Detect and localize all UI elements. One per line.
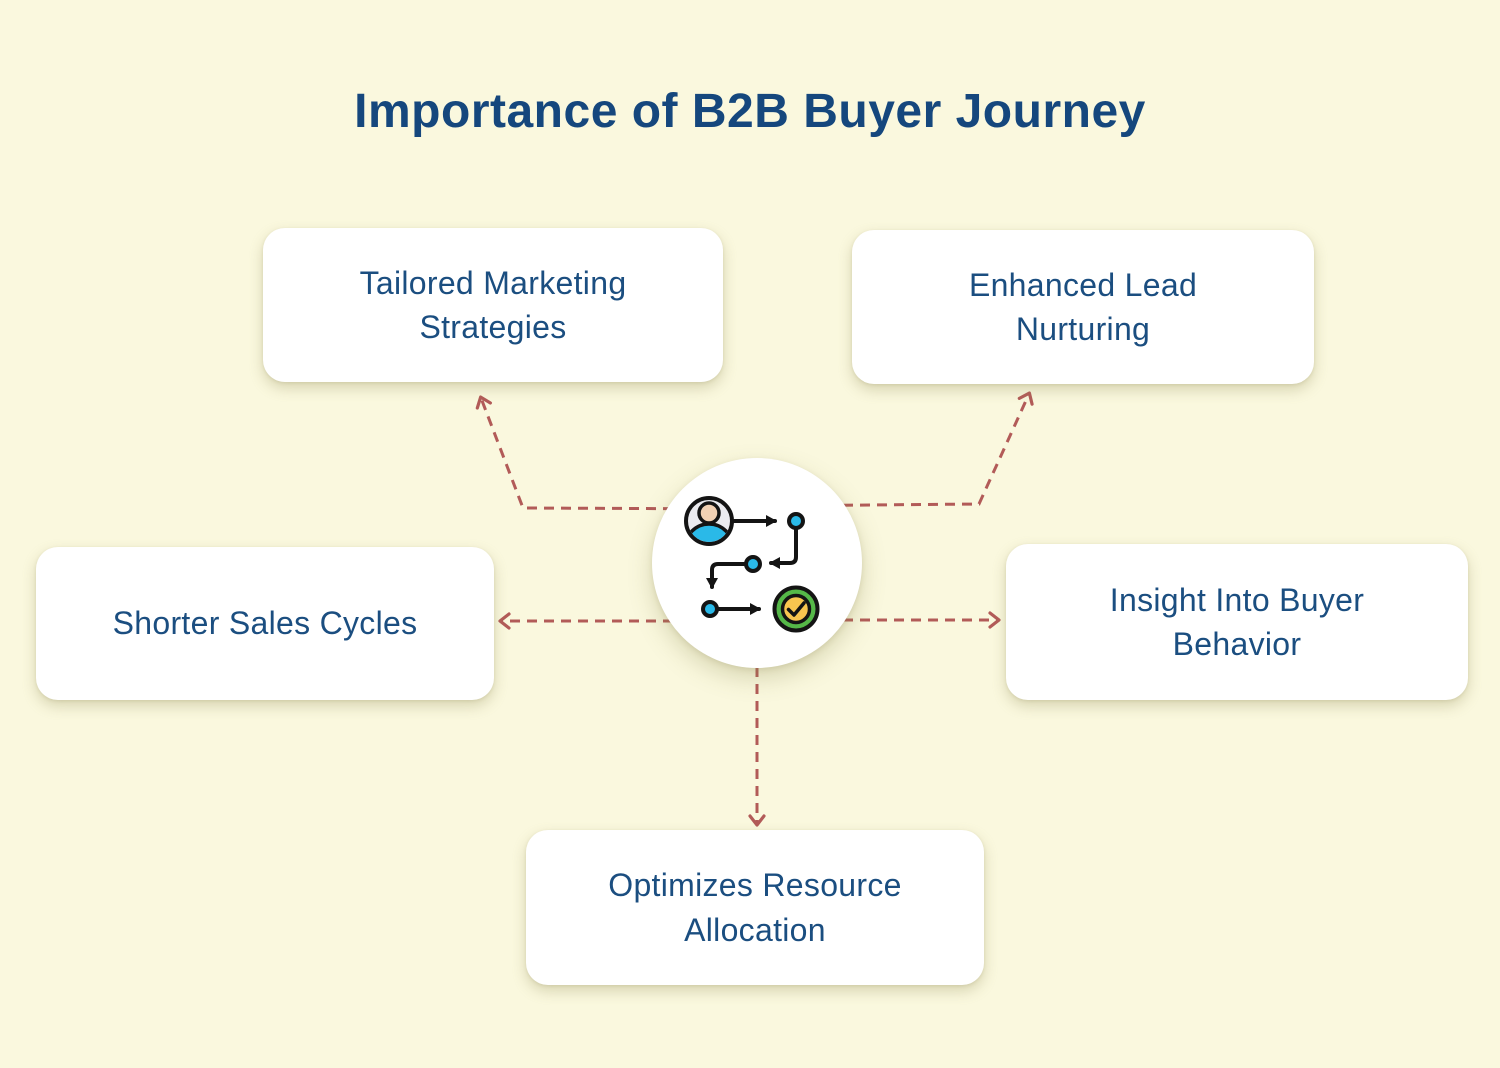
node-card-insight-into-buyer-behavior: Insight Into Buyer Behavior	[1006, 544, 1468, 700]
journey-dot	[787, 512, 805, 530]
user-icon	[684, 496, 734, 546]
connector-top-left	[475, 395, 759, 511]
journey-dot	[701, 600, 719, 618]
node-card-shorter-sales-cycles: Shorter Sales Cycles	[36, 547, 494, 700]
node-label: Optimizes Resource Allocation	[608, 867, 902, 948]
node-label: Shorter Sales Cycles	[112, 605, 418, 642]
check-icon	[772, 585, 820, 633]
node-card-optimizes-resource-allocation: Optimizes Resource Allocation	[526, 830, 984, 985]
node-card-enhanced-lead-nurturing: Enhanced Lead Nurturing	[852, 230, 1314, 384]
center-hub	[652, 458, 862, 668]
journey-path	[706, 515, 798, 615]
buyer-journey-icon	[684, 496, 820, 633]
page-title: Importance of B2B Buyer Journey	[354, 85, 1146, 138]
node-label: Insight Into Buyer Behavior	[1109, 581, 1365, 662]
node-label: Tailored Marketing Strategies	[359, 264, 627, 345]
journey-dot	[744, 555, 762, 573]
node-label: Enhanced Lead Nurturing	[968, 266, 1198, 347]
node-card-tailored-marketing-strategies: Tailored Marketing Strategies	[263, 228, 723, 382]
journey-dots	[701, 512, 805, 618]
